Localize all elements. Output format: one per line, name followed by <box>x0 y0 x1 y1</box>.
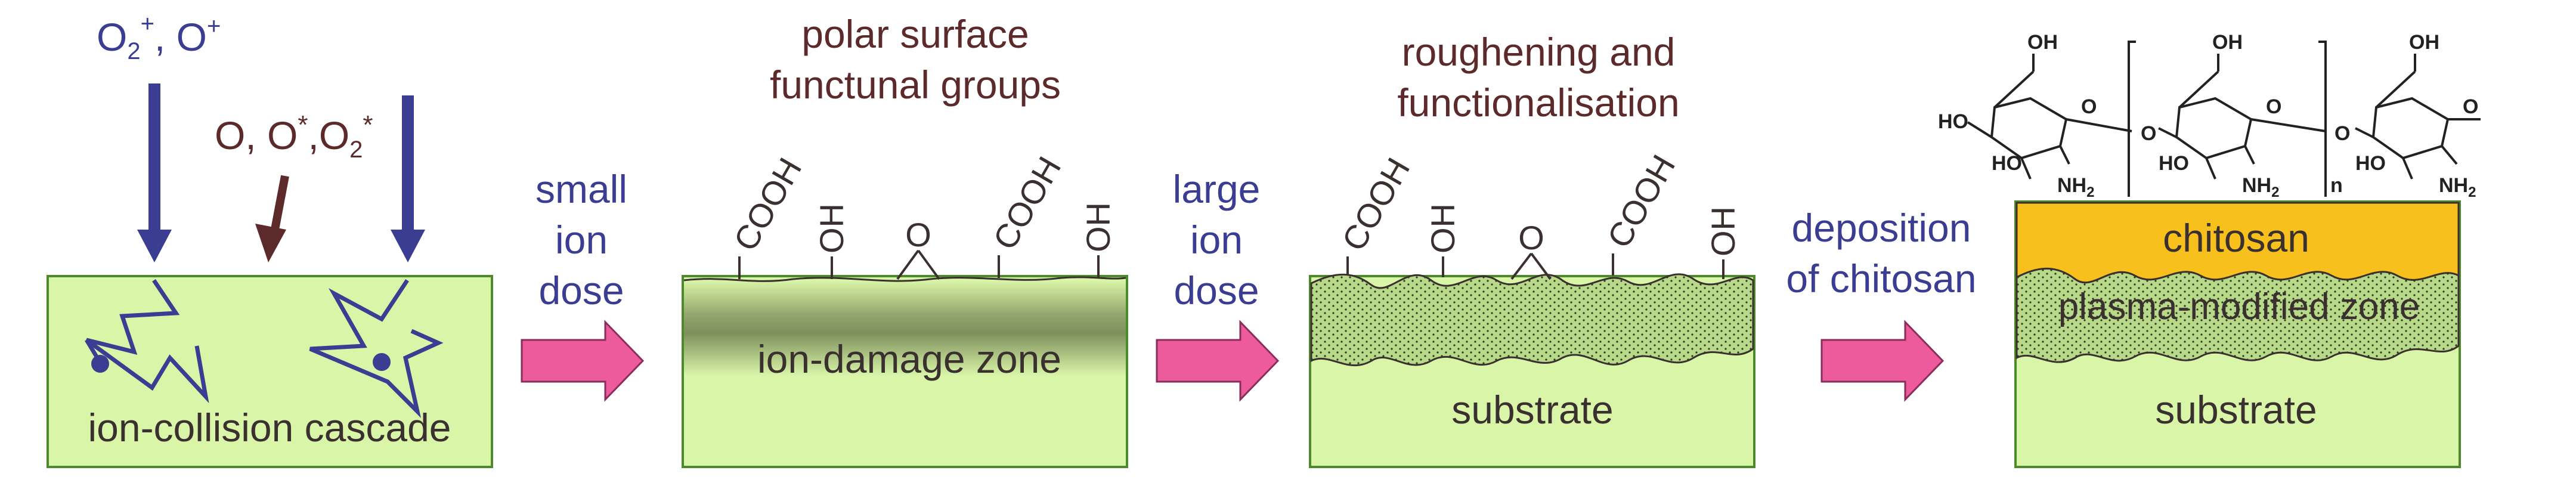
group-oh-3b: OH <box>1704 206 1742 279</box>
cascade-atom-left <box>91 355 109 373</box>
group-cooh-2a: COOH <box>726 151 809 279</box>
svg-text:OH: OH <box>1704 206 1742 256</box>
pink-arrow-2 <box>1156 320 1280 402</box>
cascade-atom-right <box>373 353 391 371</box>
arrow2-label-line2: ion <box>1190 218 1243 262</box>
panel2-title-line2: functunal groups <box>770 63 1061 107</box>
panel3-title-line2: functionalisation <box>1397 81 1679 125</box>
arrow2-label-line3: dose <box>1174 268 1259 312</box>
panel-ion-damage: polar surface functunal groups COOH OH O… <box>682 12 1128 468</box>
ion-arrow-left <box>137 83 172 262</box>
arrow3-label-line1: deposition <box>1792 206 1971 250</box>
chitosan-structure <box>1967 41 2481 197</box>
panel-chitosan: chitosan plasma-modified zone substrate <box>1938 31 2481 468</box>
svg-text:NH2: NH2 <box>2439 174 2476 200</box>
svg-text:NH2: NH2 <box>2057 174 2094 200</box>
svg-text:O: O <box>2081 95 2097 118</box>
panel2-title-line1: polar surface <box>801 12 1029 56</box>
chitosan-atom-labels: OH OH OH HO HO HO HO O O O O O NH2 NH2 N… <box>1938 31 2478 200</box>
arrow1-label-line3: dose <box>538 268 624 312</box>
panel-roughening: roughening and functionalisation COOH OH… <box>1309 30 1755 468</box>
arrow1-label-line1: small <box>535 167 627 211</box>
svg-text:HO: HO <box>2355 152 2386 175</box>
substrate-block-1 <box>47 275 493 468</box>
svg-text:O: O <box>905 216 931 253</box>
svg-text:COOH: COOH <box>726 151 809 257</box>
svg-text:n: n <box>2330 174 2343 197</box>
group-cooh-3a: COOH <box>1335 151 1417 276</box>
svg-text:OH: OH <box>813 203 850 253</box>
ion-damage-band <box>684 280 1126 376</box>
ion-arrow-right <box>391 95 425 262</box>
ion-damage-zone-label: ion-damage zone <box>757 337 1061 381</box>
group-oh-2b: OH <box>1079 202 1117 278</box>
neutral-arrow <box>255 175 289 262</box>
svg-text:O: O <box>1518 219 1544 256</box>
pink-arrow-3 <box>1820 320 1945 402</box>
svg-text:OH: OH <box>2027 31 2058 54</box>
svg-text:COOH: COOH <box>986 150 1069 256</box>
group-oh-3a: OH <box>1424 203 1462 277</box>
substrate-label-3: substrate <box>1451 388 1613 432</box>
svg-text:COOH: COOH <box>1600 148 1683 254</box>
group-epoxy-2: O <box>896 216 940 280</box>
ion-species-label: O2+, O+ <box>97 11 221 64</box>
group-epoxy-3: O <box>1510 219 1552 280</box>
group-oh-2a: OH <box>813 203 850 279</box>
step-arrow-2: large ion dose <box>1156 167 1280 402</box>
svg-text:O: O <box>2266 95 2281 118</box>
group-cooh-3b: COOH <box>1600 148 1683 276</box>
svg-text:HO: HO <box>1992 152 2022 175</box>
group-cooh-2b: COOH <box>986 150 1069 278</box>
svg-text:COOH: COOH <box>1335 151 1417 257</box>
svg-text:OH: OH <box>1424 203 1462 253</box>
step-arrow-1: small ion dose <box>521 167 645 402</box>
rough-zone-3 <box>1310 273 1754 367</box>
svg-text:O: O <box>2141 122 2156 145</box>
cascade-path-right <box>309 279 444 418</box>
svg-text:HO: HO <box>2159 152 2189 175</box>
step-arrow-3: deposition of chitosan <box>1786 206 1977 402</box>
neutral-species-label: O, O*,O2* <box>215 110 373 163</box>
cascade-caption: ion-collision cascade <box>88 406 451 450</box>
svg-text:NH2: NH2 <box>2242 174 2279 200</box>
pink-arrow-1 <box>521 320 645 402</box>
chitosan-layer <box>2015 202 2460 284</box>
plasma-zone-label: plasma-modified zone <box>2058 286 2420 327</box>
svg-text:HO: HO <box>1938 110 1968 133</box>
svg-text:O: O <box>2463 95 2478 118</box>
surface-line-2 <box>683 276 1126 282</box>
svg-text:OH: OH <box>1079 202 1117 252</box>
panel3-title-line1: roughening and <box>1402 30 1676 74</box>
svg-text:OH: OH <box>2409 31 2439 54</box>
chitosan-label: chitosan <box>2163 216 2309 260</box>
svg-text:O: O <box>2334 122 2350 145</box>
arrow1-label-line2: ion <box>555 218 608 262</box>
panel-ion-collision: O2+, O+ O, O*,O2* ion-collision cascade <box>47 11 493 468</box>
arrow2-label-line1: large <box>1173 167 1261 211</box>
arrow3-label-line2: of chitosan <box>1786 256 1976 301</box>
svg-text:OH: OH <box>2212 31 2243 54</box>
substrate-label-4: substrate <box>2155 388 2317 432</box>
